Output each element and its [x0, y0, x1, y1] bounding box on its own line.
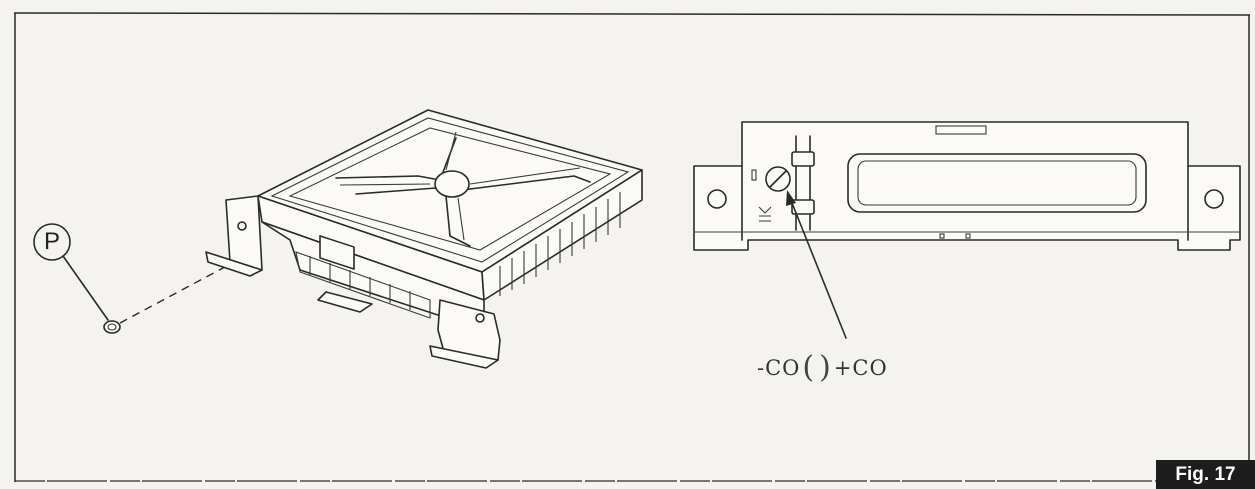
figure-frame: [13, 12, 1251, 482]
ecu-control-unit-illustration: [205, 109, 643, 369]
plus-co-label: +CO: [833, 356, 888, 380]
rotate-ccw-icon: (: [802, 350, 816, 385]
adjusting-screw-icon: [765, 166, 791, 192]
callout-leader: [62, 255, 109, 321]
figure-label: Fig. 17: [1156, 460, 1255, 489]
callout-circle: [33, 223, 71, 261]
minus-co-label: -CO: [757, 356, 801, 380]
co-adjustment-caption: -CO ( ) +CO: [757, 351, 947, 385]
callout-letter: P: [43, 228, 60, 255]
ecu-end-view-panel: [693, 121, 1241, 251]
dashed-fitting-line: [119, 259, 239, 324]
pointer-arrow: [786, 190, 847, 339]
rotate-cw-icon: ): [819, 350, 832, 385]
sealing-plug-icon: [103, 320, 121, 334]
